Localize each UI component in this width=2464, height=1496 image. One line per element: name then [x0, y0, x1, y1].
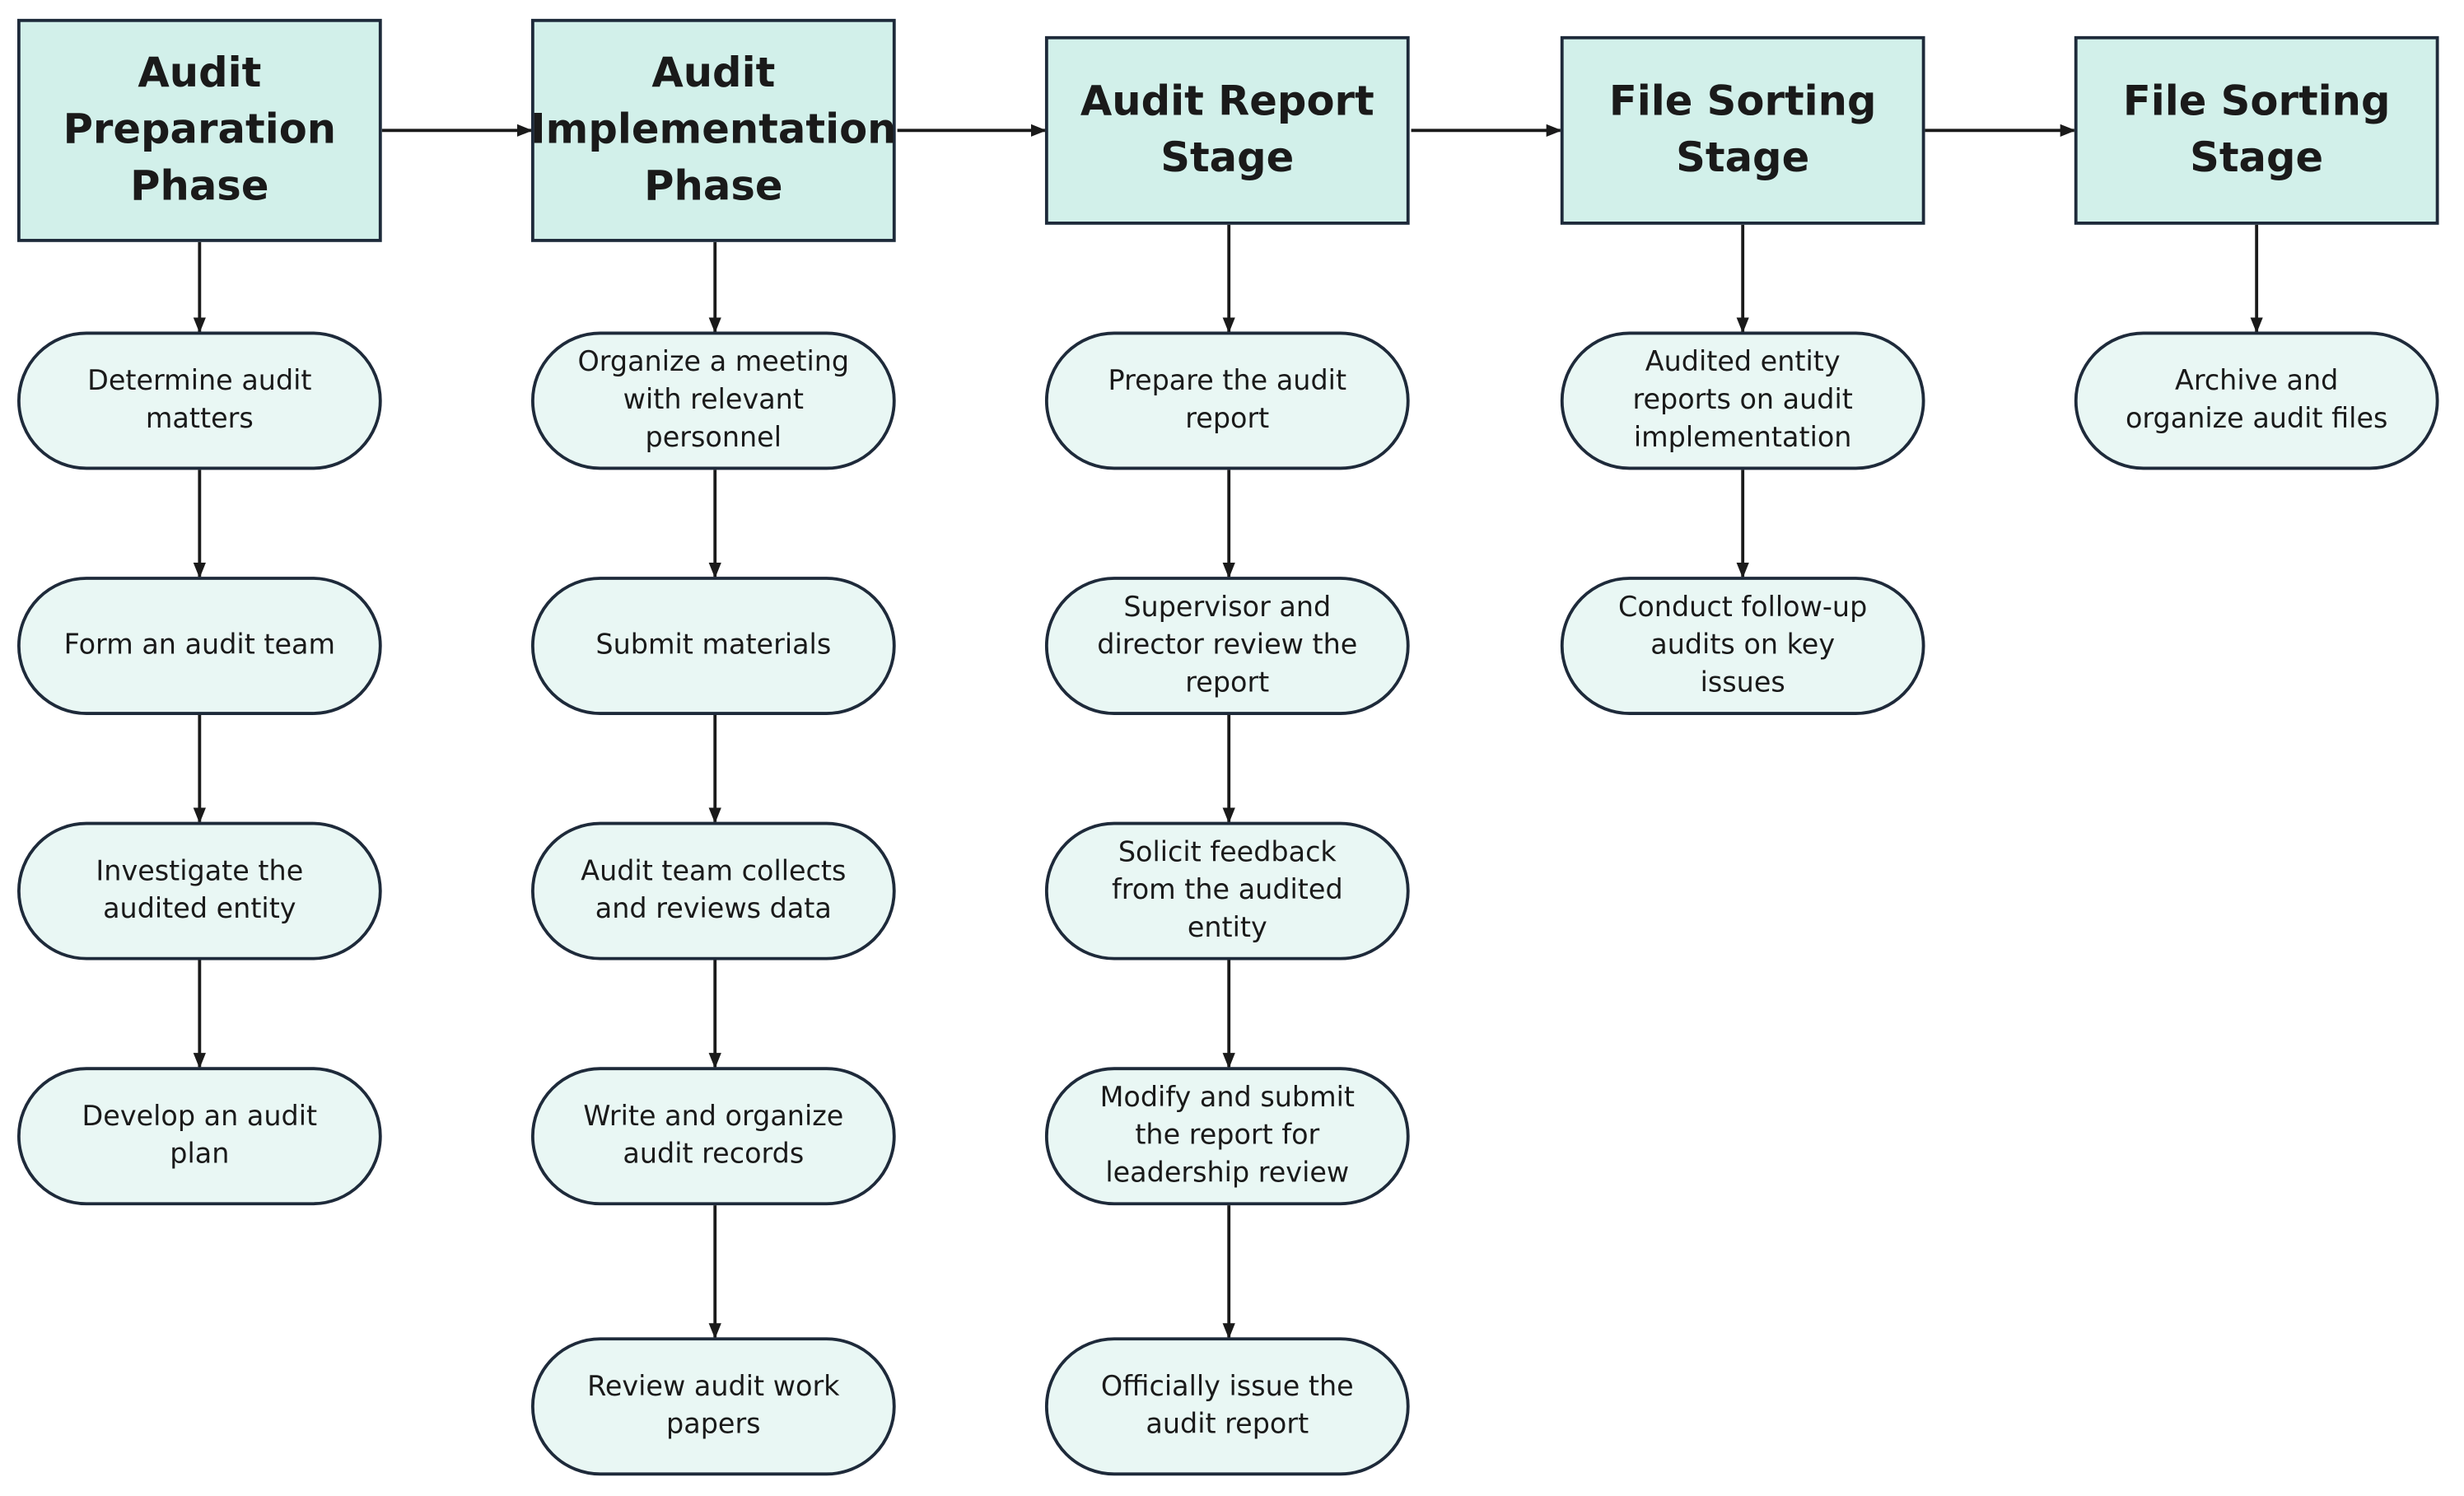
step-label: Determine audit matters [87, 366, 312, 436]
phase-title: Audit Report Stage [1080, 78, 1374, 183]
step-label: Organize a meeting with relevant personn… [577, 347, 850, 455]
step-follow-up-audits: Conduct follow-up audits on key issues [1560, 577, 1925, 715]
step-prepare-report: Prepare the audit report [1044, 331, 1410, 470]
step-write-audit-records: Write and organize audit records [530, 1067, 896, 1206]
phase-title: File Sorting Stage [1608, 78, 1877, 183]
step-develop-audit-plan: Develop an audit plan [16, 1067, 382, 1206]
step-label: Prepare the audit report [1108, 366, 1347, 436]
step-modify-submit-report: Modify and submit the report for leaders… [1044, 1067, 1410, 1206]
step-organize-meeting: Organize a meeting with relevant personn… [530, 331, 896, 470]
step-determine-audit-matters: Determine audit matters [16, 331, 382, 470]
step-label: Solicit feedback from the audited entity [1111, 837, 1343, 945]
step-collect-review-data: Audit team collects and reviews data [530, 821, 896, 961]
step-label: Write and organize audit records [583, 1101, 844, 1171]
phase-title: Audit Implementation Phase [530, 50, 897, 211]
step-issue-report: Officially issue the audit report [1044, 1337, 1410, 1476]
step-investigate-audited-entity: Investigate the audited entity [16, 821, 382, 961]
step-solicit-feedback: Solicit feedback from the audited entity [1044, 821, 1410, 961]
step-label: Investigate the audited entity [96, 856, 304, 926]
phase-title: File Sorting Stage [2122, 78, 2391, 183]
phase-box-file-sorting-2: File Sorting Stage [2074, 35, 2439, 225]
phase-box-audit-implementation: Audit Implementation Phase [530, 18, 897, 242]
phase-box-file-sorting-1: File Sorting Stage [1560, 35, 1925, 225]
step-label: Review audit work papers [587, 1372, 840, 1442]
step-form-audit-team: Form an audit team [16, 577, 382, 715]
step-label: Develop an audit plan [82, 1101, 318, 1171]
step-supervisor-review: Supervisor and director review the repor… [1044, 577, 1410, 715]
step-label: Supervisor and director review the repor… [1097, 592, 1358, 699]
step-archive-files: Archive and organize audit files [2074, 331, 2439, 470]
phase-box-audit-report: Audit Report Stage [1044, 35, 1410, 225]
step-label: Audit team collects and reviews data [581, 856, 847, 926]
step-label: Submit materials [595, 629, 832, 662]
phase-box-audit-preparation: Audit Preparation Phase [16, 18, 382, 242]
step-label: Modify and submit the report for leaders… [1099, 1082, 1355, 1190]
step-label: Conduct follow-up audits on key issues [1618, 592, 1868, 699]
step-review-work-papers: Review audit work papers [530, 1337, 896, 1476]
step-entity-reports-implementation: Audited entity reports on audit implemen… [1560, 331, 1925, 470]
step-label: Audited entity reports on audit implemen… [1632, 347, 1853, 455]
step-submit-materials: Submit materials [530, 577, 896, 715]
phase-title: Audit Preparation Phase [63, 50, 337, 211]
step-label: Form an audit team [63, 629, 336, 662]
step-label: Archive and organize audit files [2125, 366, 2388, 436]
step-label: Officially issue the audit report [1100, 1372, 1354, 1442]
